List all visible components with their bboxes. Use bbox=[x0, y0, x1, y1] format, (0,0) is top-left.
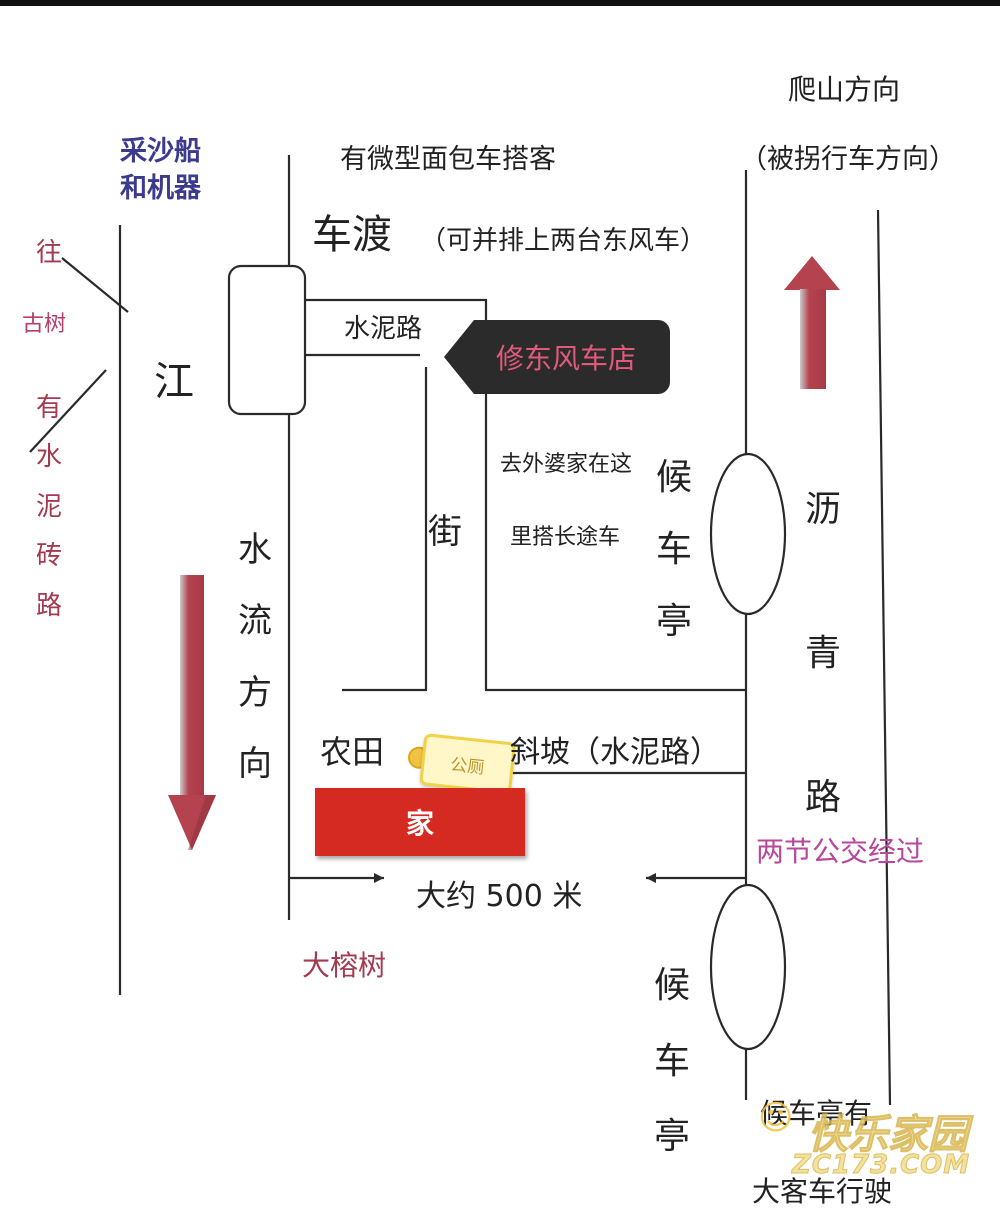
bus-stop-upper-label: 候 车 亭 bbox=[656, 457, 693, 642]
brick-road-pointer-line bbox=[29, 369, 107, 453]
cement-road-label: 水泥路 bbox=[344, 314, 423, 344]
street-label: 街 bbox=[428, 512, 462, 552]
coach-label: 大客车行驶 bbox=[752, 1175, 893, 1208]
distance-label: 大约 500 米 bbox=[416, 879, 583, 914]
street-line bbox=[342, 367, 428, 692]
old-tree-label: 古树 bbox=[22, 312, 67, 337]
home-label: 家 bbox=[405, 807, 434, 840]
watermark-name: 快乐家园 bbox=[808, 1112, 969, 1159]
asphalt-road-label: 沥 青 路 bbox=[805, 489, 842, 818]
to-label: 往 bbox=[36, 238, 63, 268]
repair-shop-label: 修东风车店 bbox=[495, 342, 636, 375]
river-label: 江 bbox=[154, 359, 194, 405]
machine-label: 和机器 bbox=[120, 173, 201, 204]
cement-road-outer-line bbox=[305, 298, 746, 692]
repair-shop-tag: 修东风车店 bbox=[444, 320, 670, 394]
bus-stop-ellipse-upper bbox=[709, 452, 787, 616]
mountain-direction-label: 爬山方向 bbox=[788, 73, 901, 106]
slope-label: 斜坡（水泥路） bbox=[510, 735, 720, 770]
watermark-site: ZC173.COM bbox=[791, 1150, 971, 1181]
bus-stop-ellipse-lower bbox=[709, 883, 787, 1051]
up-direction-arrow bbox=[784, 256, 840, 389]
sand-boat-label: 采沙船 bbox=[120, 136, 201, 167]
farmland-label: 农田 bbox=[320, 733, 385, 771]
bottom-partial-label: 候车亭有 bbox=[760, 1097, 873, 1130]
ferry-label: 车渡 bbox=[312, 212, 392, 258]
road-right-line bbox=[876, 209, 892, 1106]
home-box: 家 bbox=[315, 788, 525, 856]
minibus-label: 有微型面包车搭客 bbox=[340, 144, 556, 175]
ferry-boat-shape bbox=[227, 264, 307, 416]
site-watermark: ☺ 快乐家园 ZC173.COM bbox=[752, 1088, 982, 1184]
smiley-logo-icon: ☺ bbox=[758, 1098, 794, 1138]
tow-direction-label: （被拐行车方向） bbox=[740, 144, 956, 175]
toilet-tag: 公厕 bbox=[405, 728, 517, 795]
toilet-label: 公厕 bbox=[419, 733, 517, 795]
brick-road-label: 有 水 泥 砖 路 bbox=[36, 393, 63, 621]
water-flow-label: 水 流 方 向 bbox=[238, 530, 272, 785]
banyan-label: 大榕树 bbox=[302, 949, 387, 982]
top-border bbox=[0, 0, 1000, 6]
ferry-note-label: （可并排上两台东风车） bbox=[420, 226, 707, 256]
grandma-line2-label: 里搭长途车 bbox=[510, 525, 621, 550]
grandma-line1-label: 去外婆家在这 bbox=[500, 452, 633, 477]
bus-stop-lower-label: 候 车 亭 bbox=[654, 965, 691, 1158]
old-tree-pointer-line bbox=[61, 257, 129, 313]
water-flow-arrow bbox=[168, 575, 216, 850]
two-bus-label: 两节公交经过 bbox=[756, 835, 925, 868]
